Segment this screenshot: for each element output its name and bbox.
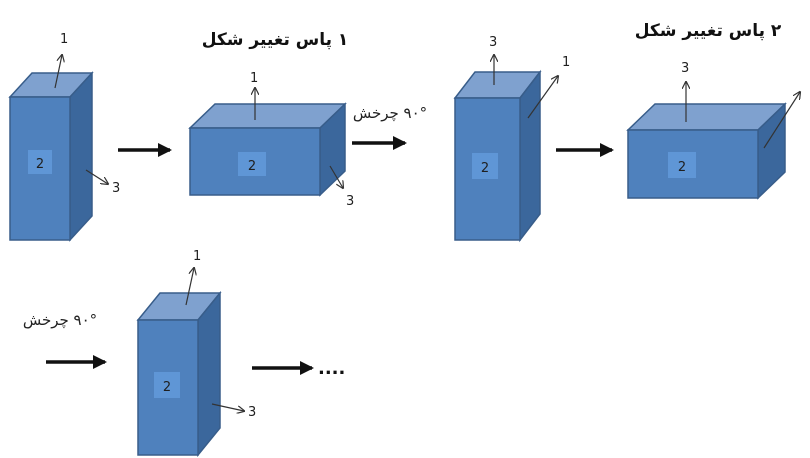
block-rotated-2: 2 1 3 [136,249,256,458]
axis-3-label: 3 [346,194,354,209]
axis-1-label: 1 [250,71,258,86]
axis-3-label: 3 [681,61,689,76]
pass2-title: ۲ پاس تغییر شکل [635,21,782,41]
rotation-label: ۹۰° چرخش [353,104,427,122]
axis-1-arrow [763,92,800,149]
axis-3-arrow [211,403,244,411]
block-rotated: 2 3 1 [453,35,570,243]
axis-3-arrow [329,165,343,188]
pass1-title: ۱ پاس تغییر شکل [202,30,349,50]
continuation-dots: .... [318,358,345,379]
axis-3-arrow [85,169,108,184]
axis-3-label: 3 [248,405,256,420]
axis-1-arrow [527,76,558,119]
axis-1-label: 1 [60,32,68,47]
block-after-pass2: 2 3 [626,61,800,200]
face-label: 2 [481,161,489,176]
block-after-pass1: 2 1 3 [188,71,354,209]
face-label: 2 [163,380,171,395]
face-label: 2 [36,157,44,172]
face-label: 2 [248,159,256,174]
axis-1-arrow [185,268,194,306]
block-initial: 2 1 3 [8,32,120,242]
rotation-label: ۹۰° چرخش [23,311,97,329]
axis-1-label: 1 [193,249,201,264]
axis-3-label: 3 [112,181,120,196]
face-label: 2 [678,160,686,175]
axis-3-label: 3 [489,35,497,50]
axis-1-label: 1 [562,55,570,70]
axis-1-arrow [54,55,62,89]
